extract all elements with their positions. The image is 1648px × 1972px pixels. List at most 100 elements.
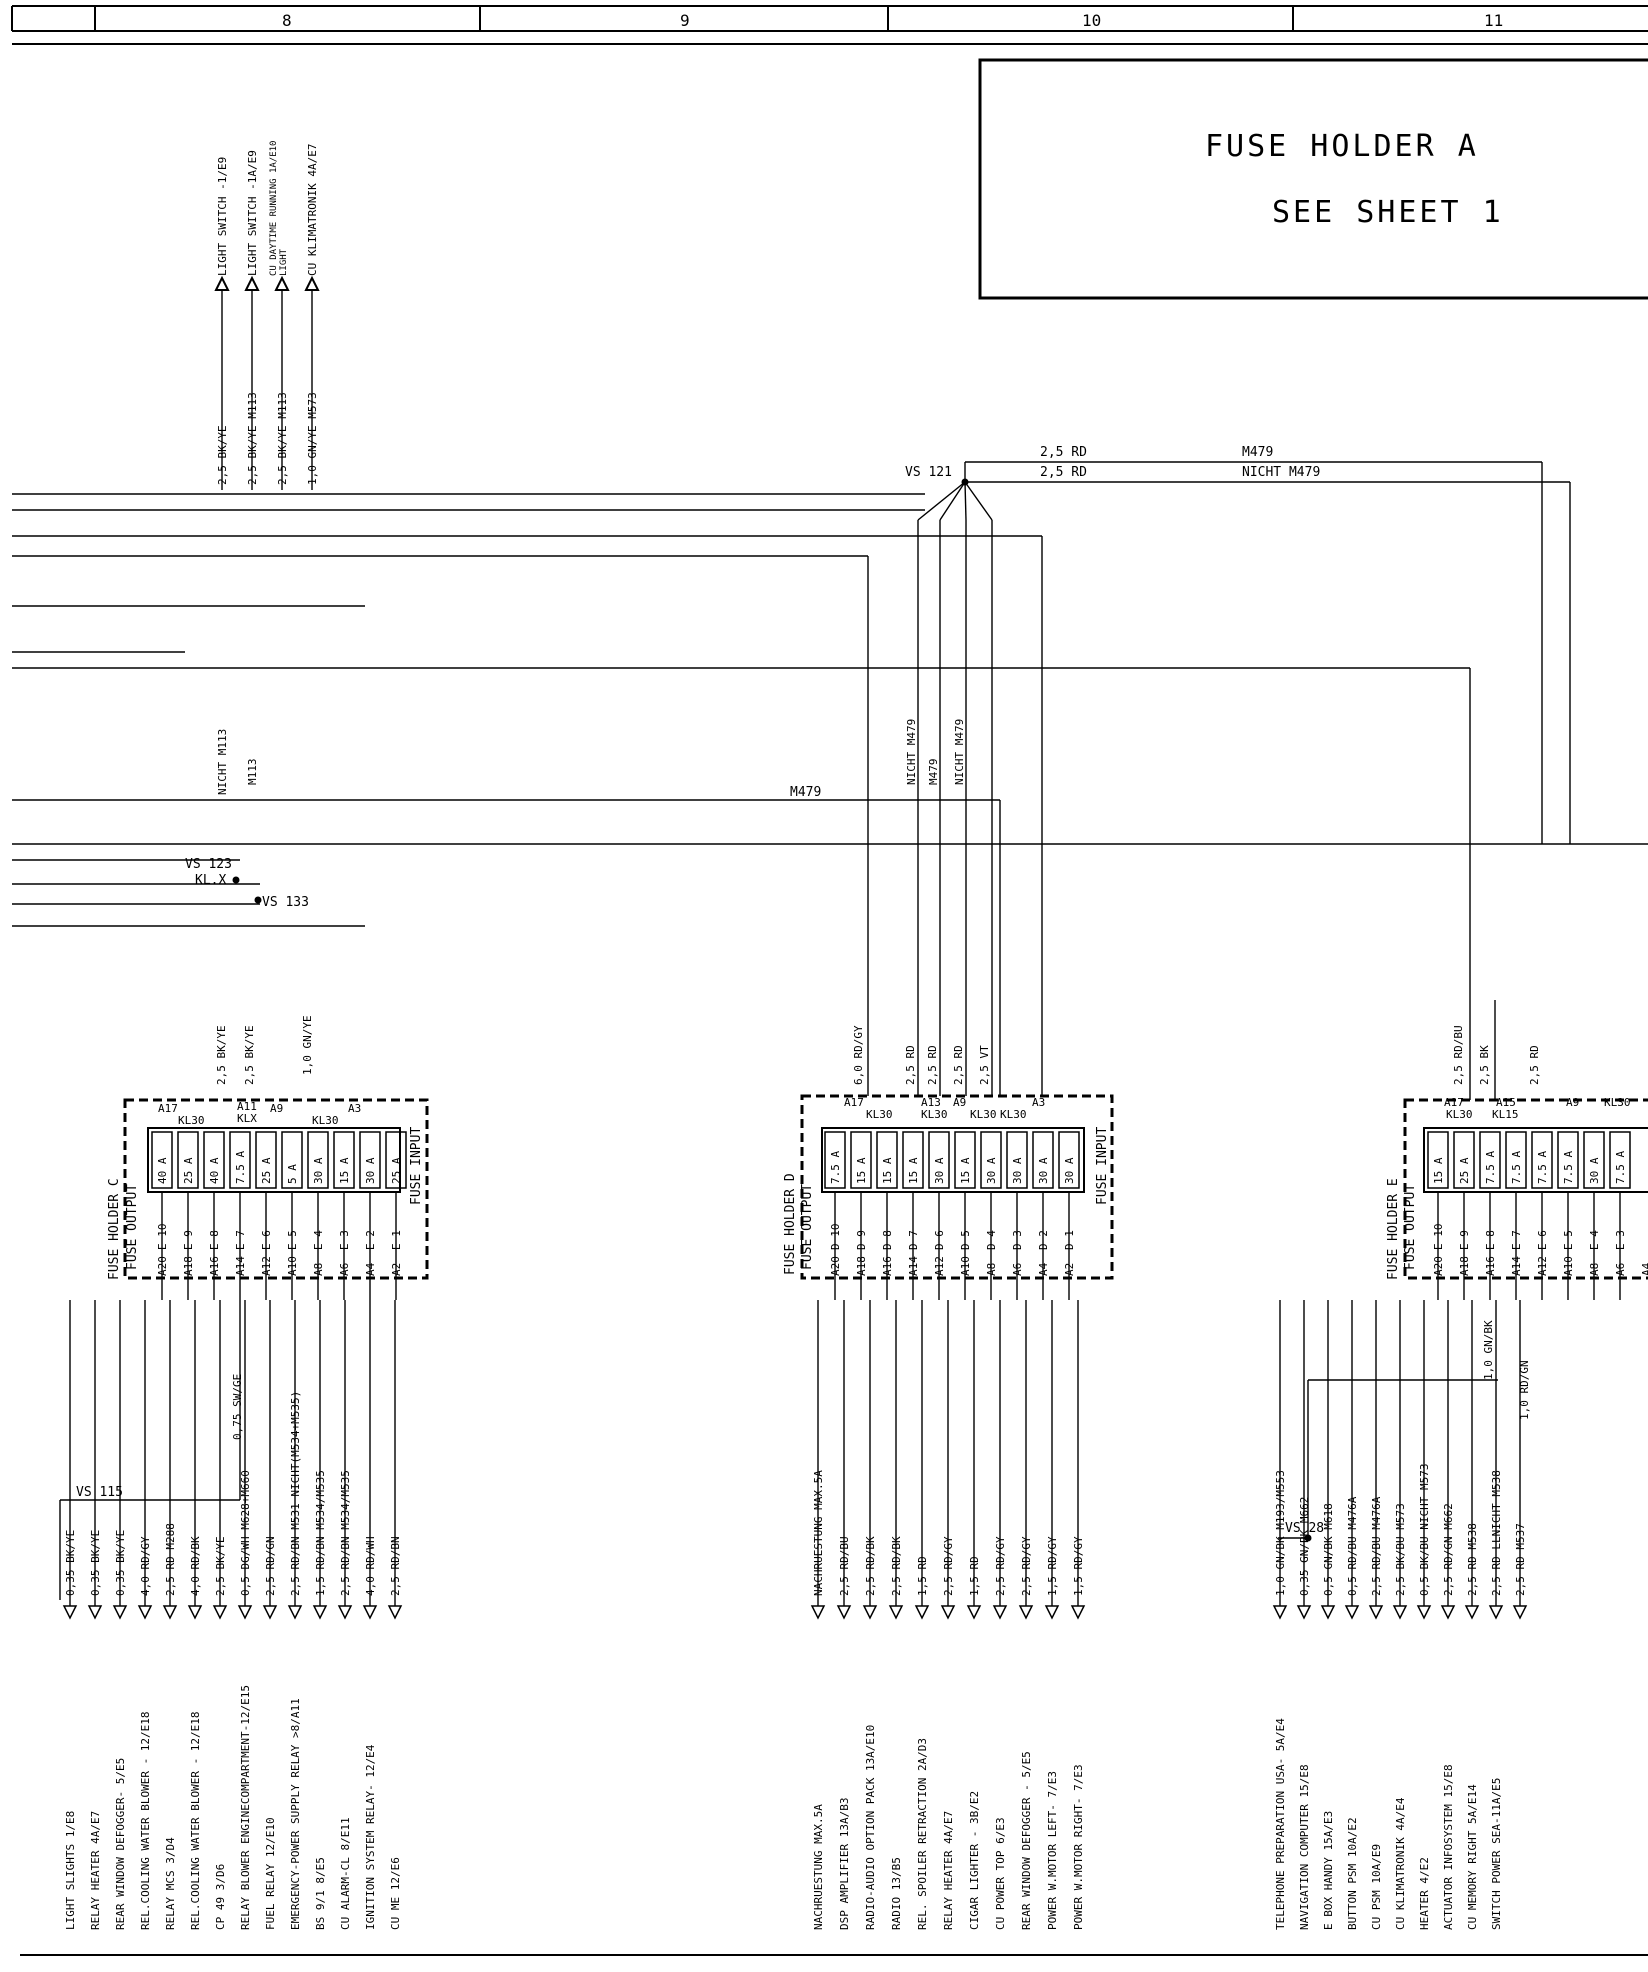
fuse-rating: 7.5 A — [1510, 1151, 1523, 1184]
fuse — [359, 1131, 381, 1189]
fuse-holder-d-name: FUSE HOLDER D — [783, 1173, 798, 1275]
load-label: FUEL RELAY 12/E10 — [264, 1817, 277, 1930]
bus-label: NICHT M479 — [953, 719, 966, 785]
connector-arrow-icon — [836, 1605, 852, 1620]
fuse-pin-label: A6 — [1614, 1263, 1627, 1276]
splice-label: VS 115 — [76, 1485, 123, 1500]
fuse — [255, 1131, 277, 1189]
connector-arrow-icon — [1344, 1605, 1360, 1620]
load-label: CU KLIMATRONIK 4A/E4 — [1394, 1797, 1407, 1930]
wire-label: 2,5 BK/YE — [215, 1025, 228, 1085]
fuse-pin-label: A16 — [208, 1256, 221, 1276]
bus-label: M479 — [790, 785, 821, 800]
wire-label: 0,35 GN/BK M662 — [1298, 1497, 1311, 1596]
fuse — [333, 1131, 355, 1189]
bus-label: 2,5 RD — [1040, 445, 1087, 460]
connector-arrow-icon — [862, 1605, 878, 1620]
pin-label: A15 — [1496, 1096, 1516, 1109]
wire-label: 2,5 RD/BK — [890, 1536, 903, 1596]
fuse — [281, 1131, 303, 1189]
fuse-rating: 30 A — [364, 1157, 377, 1184]
fuse — [1479, 1131, 1501, 1189]
connector-arrow-icon — [362, 1605, 378, 1620]
splice-label: KL.X — [195, 873, 226, 888]
load-label: CP 49 3/D6 — [214, 1864, 227, 1930]
connector-arrow-icon — [888, 1605, 904, 1620]
fuse-holder-c: FUSE HOLDER C FUSE OUTPUT FUSE INPUT A17… — [59, 1015, 429, 1930]
bus-label: NICHT M113 — [216, 729, 229, 795]
wire-label: 2,5 RD/BK — [864, 1536, 877, 1596]
wire-label: 1,0 RD/GN — [1518, 1360, 1531, 1420]
fuse — [151, 1131, 173, 1189]
fuse — [824, 1131, 846, 1189]
fuse-pin-label: A20 — [156, 1256, 169, 1276]
fuse — [307, 1131, 329, 1189]
fuse-pin-label: A20 — [829, 1256, 842, 1276]
fuse-pin-label: A6 — [338, 1263, 351, 1276]
wire-label: 0,5 BK/BU NICHT M573 — [1418, 1464, 1431, 1596]
fuse-pin-label: A8 — [985, 1263, 998, 1276]
fuse-rating: 30 A — [985, 1157, 998, 1184]
fuse — [902, 1131, 924, 1189]
connector-arrow-icon — [1512, 1605, 1528, 1620]
fuse-c-top-pins: A17 KL30 A11 KLX A9 KL30 A3 — [158, 1100, 361, 1127]
wire-label: 2,5 RD/BN — [389, 1536, 402, 1596]
pin-label: A17 — [844, 1096, 864, 1109]
bus-label: M113 — [246, 759, 259, 786]
load-label: CIGAR LIGHTER - 3B/E2 — [968, 1791, 981, 1930]
fuse — [229, 1131, 251, 1189]
wire-label: 4,0 RD/GY — [139, 1536, 152, 1596]
load-label: TELEPHONE PREPARATION USA- 5A/E4 — [1274, 1718, 1287, 1930]
fuse-pin-label: A10 — [286, 1256, 299, 1276]
wire-label: 1,5 RD/BN M534/M535 — [314, 1470, 327, 1596]
fuse-pin-label: A18 — [1458, 1256, 1471, 1276]
wire-label: 0,5 GN/BK M618 — [1322, 1503, 1335, 1596]
fuse-rating: 7.5 A — [1536, 1151, 1549, 1184]
fuse — [928, 1131, 950, 1189]
pin-label: A9 — [953, 1096, 966, 1109]
connector-arrow-icon — [1368, 1605, 1384, 1620]
fuse-pin-label: A14 — [1510, 1256, 1523, 1276]
fuse-rating: 40 A — [208, 1157, 221, 1184]
wire-label: 2,5 RD/GN — [264, 1536, 277, 1596]
wire-label: 4,0 RD/WH — [364, 1536, 377, 1596]
top-connector-label: CU KLIMATRONIK 4A/E7 — [306, 144, 319, 276]
fuse-rating: 40 A — [156, 1157, 169, 1184]
fuse — [177, 1131, 199, 1189]
fuse — [385, 1131, 407, 1189]
fuse-pin-label: A8 — [1588, 1263, 1601, 1276]
load-label: BUTTON PSM 10A/E2 — [1346, 1817, 1359, 1930]
wire-label: 2,5 RD M537 — [1514, 1523, 1527, 1596]
title-line-1: FUSE HOLDER A — [1205, 129, 1479, 164]
connector-arrow-icon — [237, 1605, 253, 1620]
connector-arrow-icon — [187, 1605, 203, 1620]
connector-arrow-icon — [262, 1605, 278, 1620]
fuse — [1453, 1131, 1475, 1189]
fuse-pin-label: A12 — [933, 1256, 946, 1276]
pin-label: A17 — [1444, 1096, 1464, 1109]
fuse-rating: 30 A — [1588, 1157, 1601, 1184]
fuse-rating: 15 A — [881, 1157, 894, 1184]
wire-label: 0,35 BK/YE — [64, 1530, 77, 1596]
fuse-holder-e: FUSE HOLDER E FUSE OUTPUT A17 KL30 A15 K… — [1272, 668, 1648, 1930]
fuse-pin-label: A18 — [182, 1256, 195, 1276]
splice-vs121: VS 121 2,5 RD 2,5 RD M479 NICHT M479 NIC… — [790, 445, 1571, 1096]
fuse-pin-label: A8 — [312, 1263, 325, 1276]
wire-label: 1,5 RD/GY — [1046, 1536, 1059, 1596]
wire-label: 2,5 RD — [904, 1045, 917, 1085]
connector-arrow-icon — [212, 1605, 228, 1620]
fuse-pin-label: A14 — [907, 1256, 920, 1276]
splice-label: VS 123 — [185, 857, 232, 872]
top-connector-label: LIGHT SWITCH -1A/E9 — [246, 150, 259, 276]
fuse — [1032, 1131, 1054, 1189]
wire-label: 1,0 GN/YE — [301, 1015, 314, 1075]
wire-label: 1,5 RD — [916, 1556, 929, 1596]
wire-label: 2,5 RD — [1528, 1045, 1541, 1085]
column-header: 8 9 10 11 — [11, 5, 1648, 45]
fuse-holder-c-output: FUSE OUTPUT — [125, 1184, 140, 1270]
connector-arrow-icon — [312, 1605, 328, 1620]
connector-arrow-icon — [1416, 1605, 1432, 1620]
wire-label: 2,5 RD/BN M531 NICHT(M534+M535) — [289, 1391, 302, 1596]
fuse-holder-d: FUSE HOLDER D FUSE OUTPUT FUSE INPUT A17… — [783, 536, 1114, 1930]
fuse-rating: 25 A — [260, 1157, 273, 1184]
